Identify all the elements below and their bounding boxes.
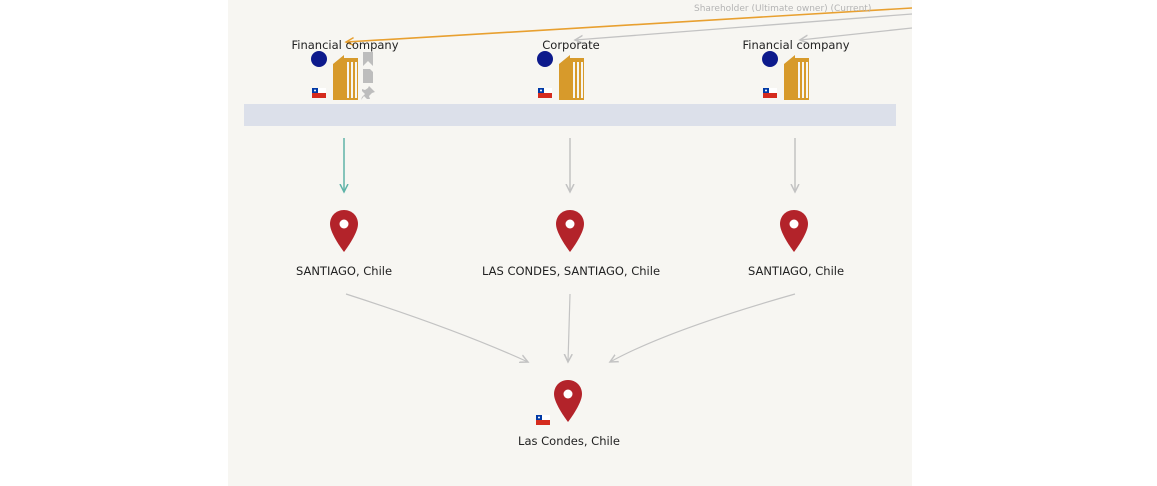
location-label: SANTIAGO, Chile — [747, 264, 845, 278]
company-label: Financial company — [742, 38, 850, 52]
location-node-2[interactable]: LAS CONDES, SANTIAGO, Chile — [478, 208, 668, 284]
company-node-3[interactable]: Financial company — [708, 0, 888, 104]
location-label: LAS CONDES, SANTIAGO, Chile — [481, 264, 661, 278]
person-dot-icon — [537, 51, 553, 67]
edge-location3-final[interactable] — [610, 293, 796, 362]
edge-shareholder-grey-1[interactable] — [575, 13, 912, 40]
edge-shareholder-grey-2[interactable] — [800, 27, 912, 40]
person-dot-icon — [311, 51, 327, 67]
location-label: SANTIAGO, Chile — [295, 264, 393, 278]
location-node-1[interactable]: SANTIAGO, Chile — [268, 208, 428, 284]
location-pin-icon — [554, 380, 582, 422]
company-node-2[interactable]: Corporate — [488, 0, 668, 104]
diagram-canvas[interactable]: Shareholder (Ultimate owner) (Current) F… — [228, 0, 912, 486]
building-icon — [559, 55, 584, 100]
final-location-label: Las Condes, Chile — [518, 434, 620, 448]
chile-flag-icon — [538, 88, 552, 98]
company-label: Corporate — [542, 38, 600, 52]
edges-layer — [228, 7, 912, 486]
building-icon — [784, 55, 809, 100]
edge-shareholder-orange[interactable] — [346, 7, 912, 42]
edge-location1-final[interactable] — [345, 293, 528, 362]
edge-label-shareholder: Shareholder (Ultimate owner) (Current) — [694, 4, 872, 14]
location-node-3[interactable]: SANTIAGO, Chile — [718, 208, 878, 284]
document-icon[interactable] — [362, 69, 374, 83]
pin-icon[interactable] — [361, 86, 375, 100]
company-node-1[interactable]: Financial company — [228, 0, 456, 104]
location-pin-icon — [330, 210, 358, 252]
chile-flag-icon — [763, 88, 777, 98]
group-bar[interactable] — [244, 104, 896, 126]
location-pin-icon — [780, 210, 808, 252]
company-label: Financial company — [291, 38, 399, 52]
bookmark-icon[interactable] — [362, 52, 374, 66]
chile-flag-icon — [312, 88, 326, 98]
person-dot-icon — [762, 51, 778, 67]
final-location-node[interactable]: Las Condes, Chile — [498, 378, 638, 454]
edge-location2-final[interactable] — [568, 293, 570, 362]
chile-flag-icon — [536, 415, 550, 425]
building-icon — [333, 55, 358, 100]
location-pin-icon — [556, 210, 584, 252]
